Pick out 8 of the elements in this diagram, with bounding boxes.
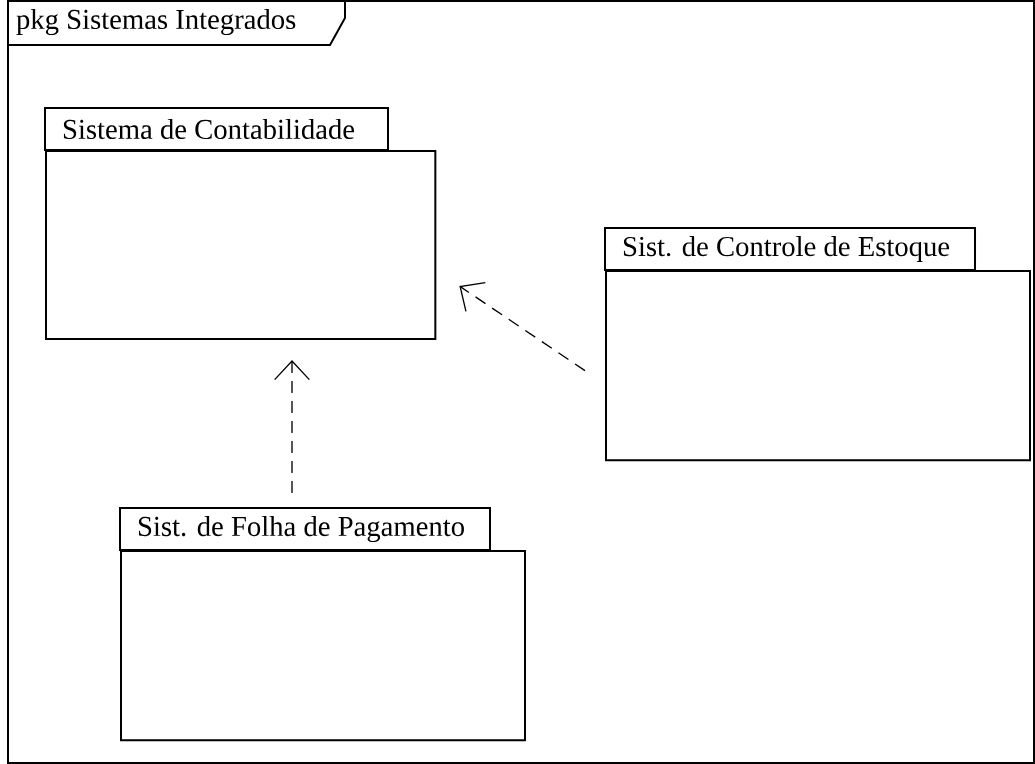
package-box: Sist. de Folha de Pagamento xyxy=(119,507,526,742)
node-label: Sist. de Folha de Pagamento xyxy=(138,515,464,543)
node-label: Sist. de Controle de Estoque xyxy=(623,236,950,262)
dependency-arrow xyxy=(274,360,310,494)
node-label: Sistema de Contabilidade xyxy=(63,118,355,140)
dependency-arrow xyxy=(459,281,586,372)
package-box: Sistema de Contabilidade xyxy=(44,107,437,340)
package-box: Sist. de Controle de Estoque xyxy=(604,227,1031,462)
